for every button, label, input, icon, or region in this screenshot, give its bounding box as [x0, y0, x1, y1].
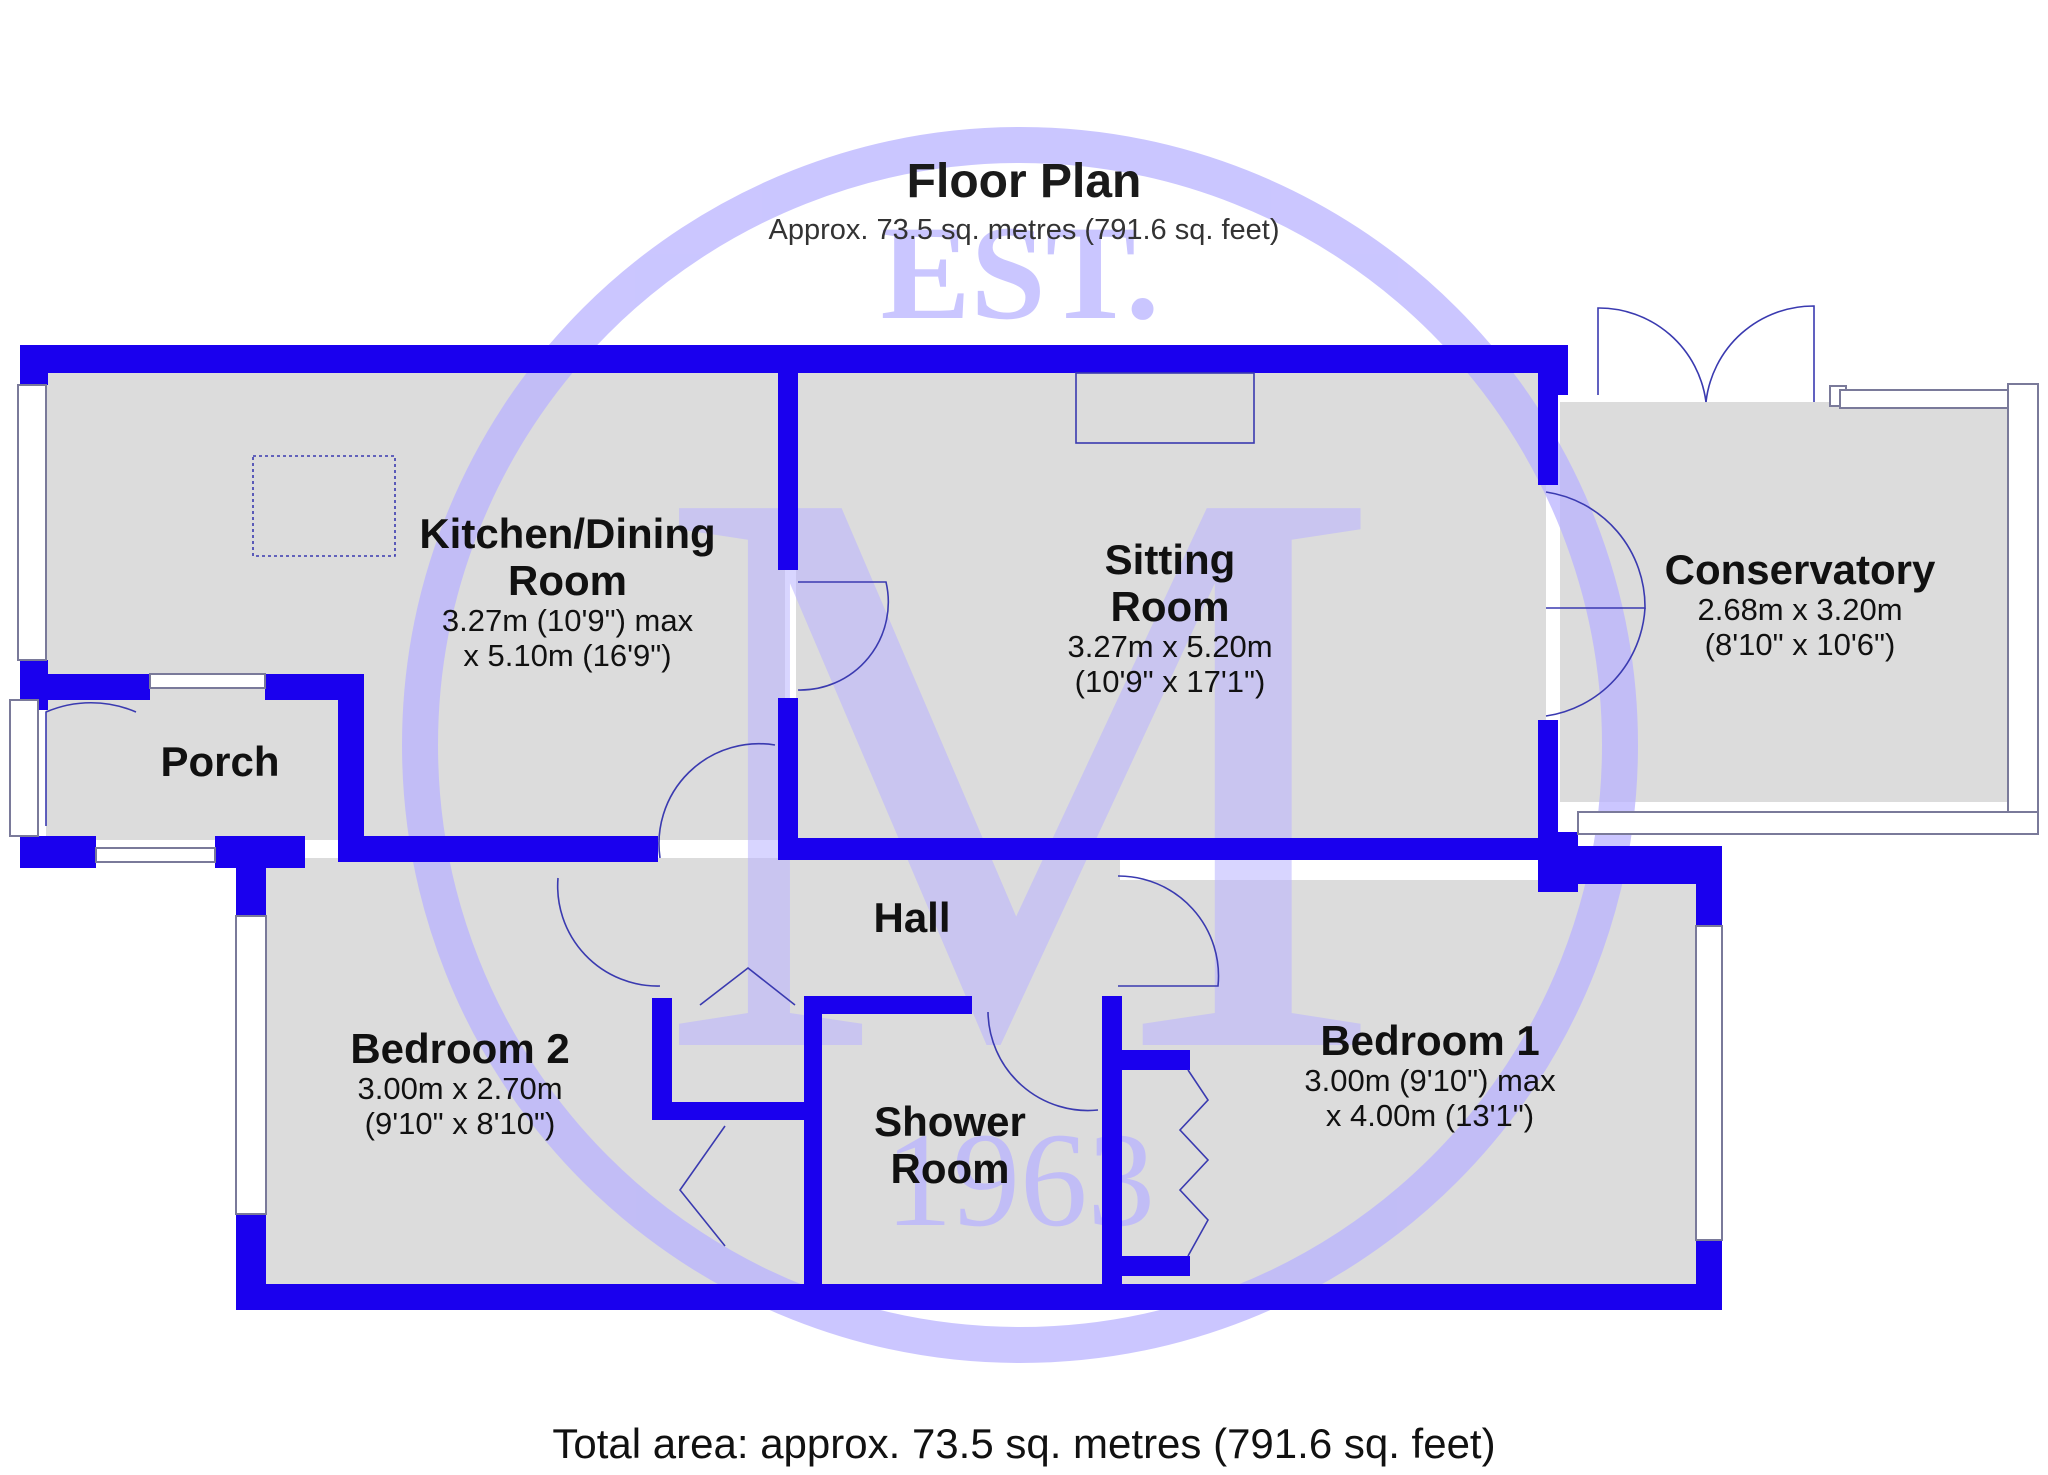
wall [1118, 838, 1538, 860]
watermark-m: M [655, 315, 1384, 1223]
wardrobe-bedroom1 [1178, 1069, 1210, 1257]
wall [20, 674, 150, 700]
door-porch [45, 702, 137, 826]
wall [20, 345, 48, 385]
room-name: Room [890, 1145, 1010, 1193]
wall [236, 1284, 1722, 1310]
cupboard-doors [699, 966, 796, 1006]
room-dimensions: 2.68m x 3.20m [1697, 592, 1903, 628]
room-name: Kitchen/Dining [419, 510, 716, 557]
window [1577, 811, 2039, 835]
room-dimensions: 3.27m (10'9") max [441, 603, 694, 639]
wall [20, 836, 96, 868]
watermark-est: EST. [881, 199, 1160, 348]
room-dimensions: x 4.00m (13'1") [1325, 1097, 1535, 1133]
window [17, 384, 47, 661]
window [149, 673, 266, 689]
room-label-hall: Hall [812, 894, 1012, 941]
window [95, 847, 216, 863]
room-name: Sitting [1104, 536, 1236, 583]
total-area: Total area: approx. 73.5 sq. metres (791… [552, 1420, 1496, 1467]
wall [652, 998, 672, 1116]
room-dimensions: (9'10" x 8'10") [364, 1105, 556, 1141]
room-name: Hall [873, 894, 951, 941]
room-name: Bedroom 1 [1320, 1017, 1540, 1064]
room-name: Room [1110, 583, 1230, 631]
room-dimensions: x 5.10m (16'9") [463, 637, 672, 673]
room-name: Conservatory [1664, 546, 1936, 593]
wall [1102, 1256, 1190, 1276]
wall [1538, 846, 1716, 884]
wall [778, 698, 798, 858]
porch-floor [46, 700, 352, 840]
room-dimensions: 3.27m x 5.20m [1067, 629, 1273, 665]
room-label-sitting: Sitting Room 3.27m x 5.20m (10'9" x 17'1… [1020, 536, 1320, 700]
sitting-fireplace [1075, 372, 1255, 444]
wall [1538, 720, 1558, 860]
plan-title: Floor Plan [906, 155, 1142, 208]
window [1839, 389, 2021, 409]
window [235, 915, 267, 1215]
wall [236, 846, 266, 916]
wardrobe-doors [678, 1125, 726, 1247]
watermark-ring [402, 127, 1638, 1363]
wall [778, 345, 798, 570]
shower-floor [822, 1010, 1112, 1286]
window [9, 699, 39, 837]
room-name: Shower [874, 1098, 1026, 1145]
wall [804, 998, 822, 1288]
room-dimensions: 3.00m x 2.70m [357, 1071, 563, 1107]
room-label-conservatory: Conservatory 2.68m x 3.20m (8'10" x 10'6… [1640, 546, 1960, 662]
wall [338, 836, 658, 862]
wall [1696, 846, 1722, 926]
door-bedroom2 [556, 877, 661, 987]
window [2007, 383, 2039, 835]
room-dimensions: 3.00m (9'10") max [1304, 1063, 1556, 1099]
wall [338, 674, 364, 844]
room-label-bedroom2: Bedroom 2 3.00m x 2.70m (9'10" x 8'10") [310, 1025, 610, 1141]
wall [804, 996, 972, 1014]
room-label-porch: Porch [120, 738, 320, 785]
room-name: Room [508, 557, 627, 605]
plan-subtitle: Approx. 73.5 sq. metres (791.6 sq. feet) [768, 214, 1280, 246]
door-hall-kitchen [658, 742, 776, 859]
room-name: Porch [160, 738, 280, 785]
room-label-bedroom1: Bedroom 1 3.00m (9'10") max x 4.00m (13'… [1265, 1017, 1595, 1133]
sitting-floor [796, 372, 1546, 840]
windows [9, 383, 2039, 1241]
door-shower [987, 1011, 1099, 1112]
watermark-logo: EST. M 1963 [402, 127, 1638, 1363]
room-dimensions: (8'10" x 10'6") [1704, 626, 1896, 662]
fixtures [45, 305, 1815, 1257]
room-label-shower: Shower Room [850, 1098, 1050, 1192]
door-conservatory-garden-2 [1705, 305, 1815, 403]
door-sitting-conservatory-2 [1545, 607, 1646, 717]
wall [1538, 345, 1568, 395]
door-conservatory-garden [1597, 307, 1707, 403]
room-dimensions: (10'9" x 17'1") [1074, 663, 1266, 699]
wall [1538, 395, 1558, 485]
door-kitchen-sitting [797, 581, 890, 691]
room-name: Bedroom 2 [350, 1025, 570, 1072]
door-sitting-conservatory [1545, 491, 1646, 609]
wall [778, 838, 1118, 860]
kitchen-fixture [252, 455, 396, 557]
wall [1102, 1050, 1190, 1070]
window [1695, 925, 1723, 1241]
wall [652, 1102, 812, 1120]
walls [20, 345, 1722, 1310]
wall [1102, 996, 1122, 1286]
room-label-kitchen: Kitchen/Dining Room 3.27m (10'9") max x … [400, 510, 735, 674]
door-bedroom1 [1117, 875, 1220, 987]
